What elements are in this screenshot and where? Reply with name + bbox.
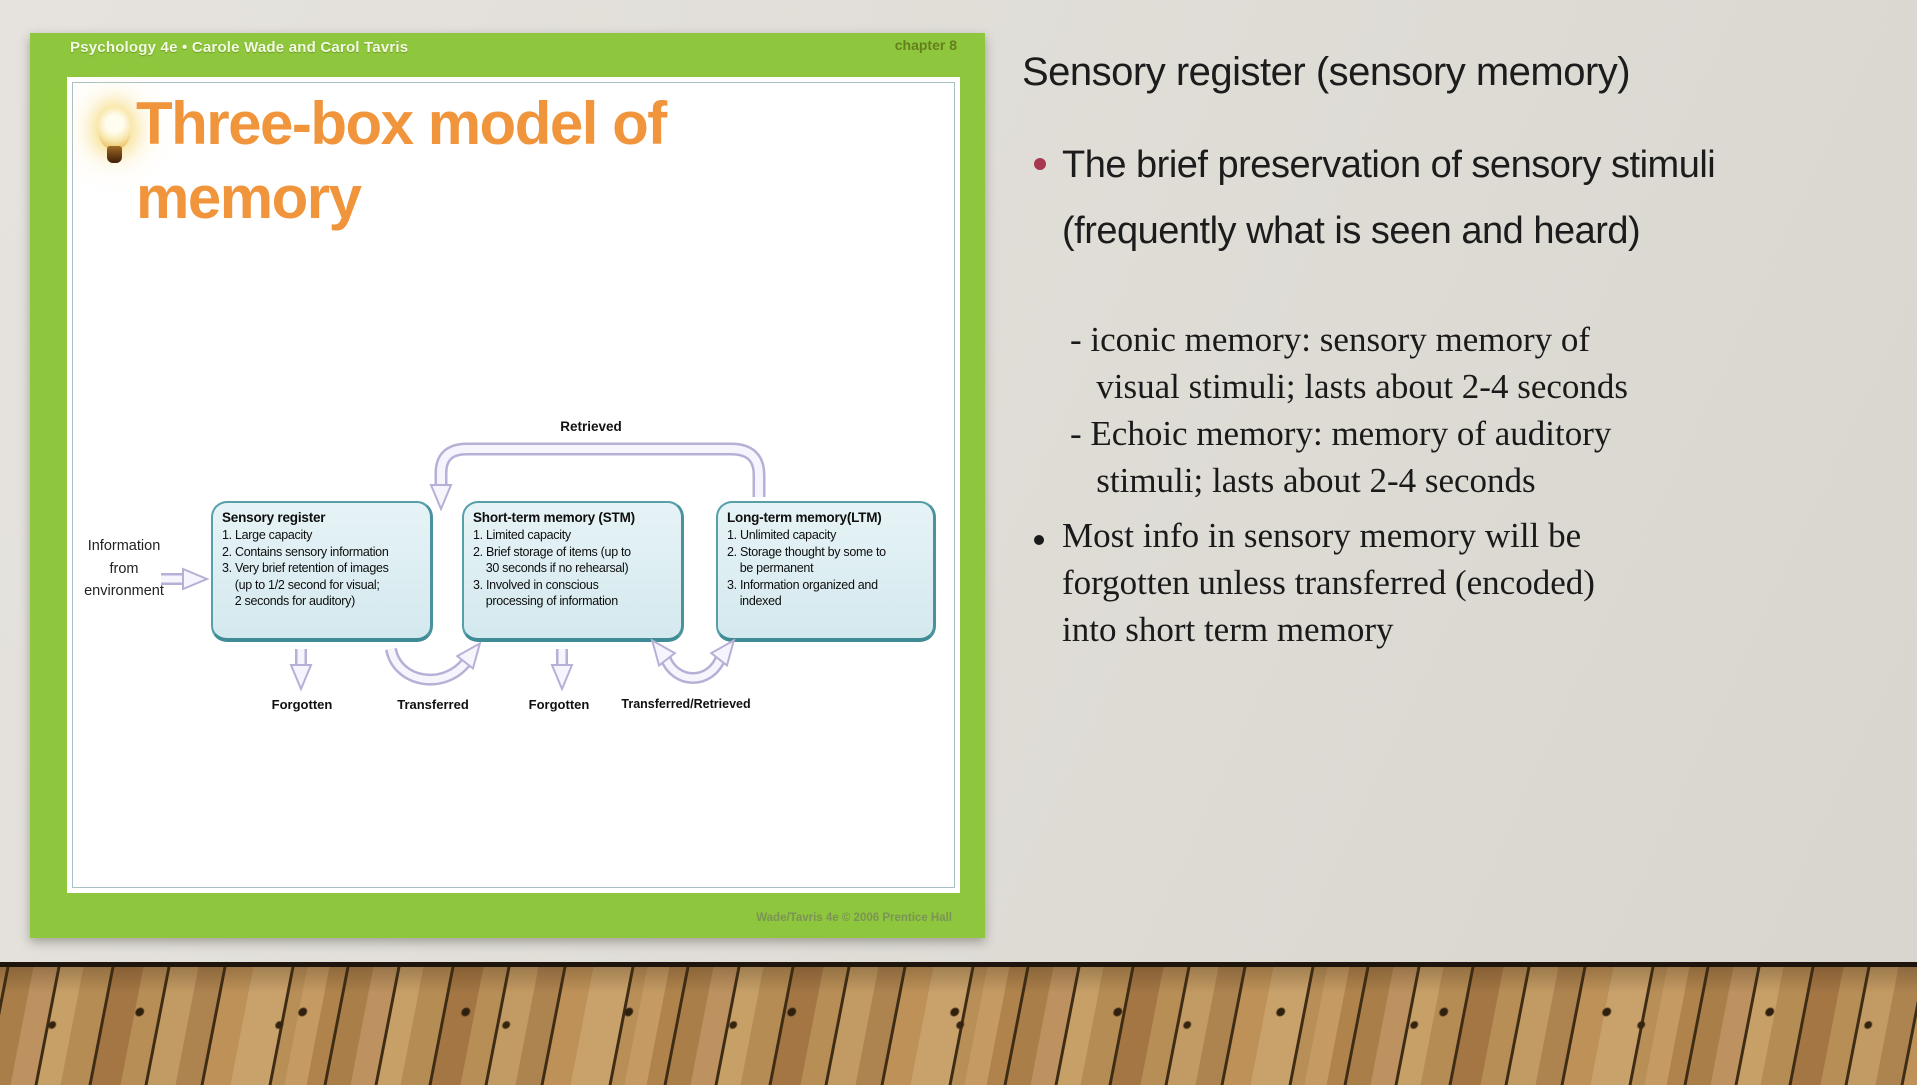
- notes-heading: Sensory register (sensory memory): [1022, 50, 1631, 94]
- slide-title: Three-box model of memory: [136, 90, 667, 231]
- presentation-slide: Psychology 4e • Carole Wade and Carol Ta…: [30, 33, 985, 938]
- notes-bullet-2: Most info in sensory memory will be forg…: [1062, 516, 1595, 649]
- notes-sub-bullets: - iconic memory: sensory memory of visua…: [1070, 320, 1629, 500]
- long-term-memory-box: Long-term memory(LTM) 1. Unlimited capac…: [716, 501, 936, 642]
- forgotten-label-2: Forgotten: [528, 697, 590, 712]
- lightbulb-globe: [98, 107, 131, 149]
- box-body: 1. Limited capacity 2. Brief storage of …: [473, 528, 631, 608]
- sensory-register-box: Sensory register 1. Large capacity 2. Co…: [211, 501, 433, 642]
- box-title: Sensory register: [222, 510, 326, 525]
- slide-content-frame: Three-box model of memory Information fr…: [67, 77, 960, 893]
- slide-header-text: Psychology 4e • Carole Wade and Carol Ta…: [70, 39, 409, 56]
- box-title: Long-term memory(LTM): [727, 510, 882, 525]
- box-body: 1. Large capacity 2. Contains sensory in…: [222, 528, 389, 608]
- chapter-label: chapter 8: [894, 37, 957, 53]
- box-body: 1. Unlimited capacity 2. Storage thought…: [727, 528, 886, 608]
- forgotten-label-1: Forgotten: [271, 697, 333, 712]
- bullet-dot-1: [1034, 158, 1046, 170]
- lightbulb-base: [107, 146, 122, 163]
- box-title: Short-term memory (STM): [473, 510, 635, 525]
- bullet-dot-2: [1034, 535, 1044, 545]
- retrieved-label: Retrieved: [560, 419, 622, 434]
- transferred-retrieved-label: Transferred/Retrieved: [621, 697, 751, 711]
- notes-bullet-1: The brief preservation of sensory stimul…: [1062, 144, 1716, 252]
- info-from-environment-label: Information from environment: [84, 538, 164, 599]
- forgotten-arrow-1: [289, 649, 313, 692]
- transferred-arrow: [385, 641, 482, 686]
- lightbulb-icon: [93, 103, 137, 175]
- slide-footer-text: Wade/Tavris 4e © 2006 Prentice Hall: [756, 912, 952, 924]
- transferred-label: Transferred: [397, 697, 469, 712]
- wooden-floor: [0, 962, 1917, 1085]
- slide-content-panel: Three-box model of memory Information fr…: [72, 82, 955, 888]
- forgotten-arrow-2: [550, 649, 574, 692]
- retrieved-arrow: [429, 442, 766, 512]
- floor-planks: [0, 967, 1917, 1085]
- short-term-memory-box: Short-term memory (STM) 1. Limited capac…: [462, 501, 684, 642]
